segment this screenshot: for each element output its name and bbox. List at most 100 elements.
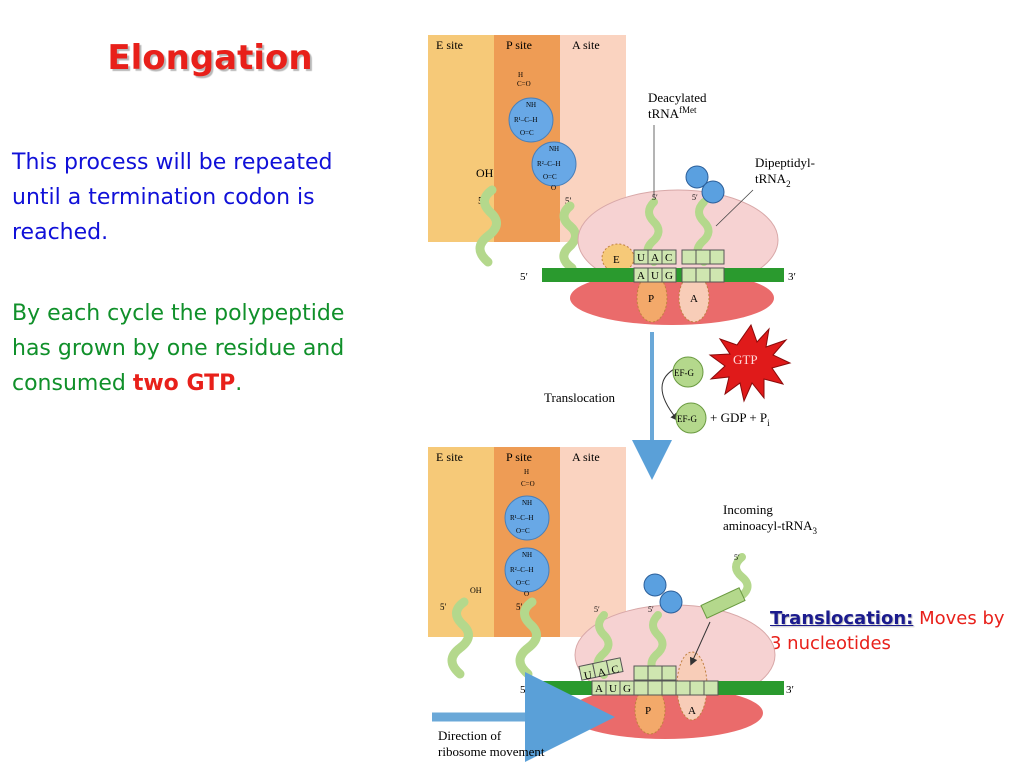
anticodon-c-top: C	[665, 252, 672, 264]
incoming-entry-arrow	[689, 621, 711, 666]
residue-1-ball-top	[508, 97, 554, 143]
chem-o-top: O	[551, 184, 556, 192]
anticodon-box-4-bottom	[633, 665, 649, 681]
dipeptidyl-label-line1: Dipeptidyl-	[755, 155, 815, 170]
gtp-starburst	[708, 323, 792, 403]
chem-co-top: C=O	[517, 80, 531, 88]
codon-box-5-bottom	[647, 680, 663, 696]
chem-co-bottom: C=O	[521, 480, 535, 488]
five-prime-peptidyl-bottom: 5′	[648, 605, 654, 614]
incoming-label-line1: Incoming	[723, 502, 773, 517]
translocation-note-label: Translocation:	[770, 608, 914, 629]
direction-label-line1: Direction of	[438, 728, 502, 743]
codon-box-3-top	[661, 267, 677, 283]
site-p-letter-top: P	[648, 293, 654, 305]
paragraph-gtp-text: By each cycle the polypeptide has grown …	[12, 301, 345, 397]
codon-box-6-bottom	[661, 680, 677, 696]
incoming-trna-anticodon-block	[700, 587, 746, 619]
gdp-pi-sub: i	[767, 418, 770, 428]
codon-boxes-top: A U G	[633, 267, 725, 283]
five-prime-exiting-bottom: 5′	[594, 605, 600, 614]
chem-nh1-bottom: NH	[522, 499, 532, 507]
chem-r1-bottom: R¹–C–H	[510, 514, 534, 522]
chem-nh2-top: NH	[549, 145, 559, 153]
chem-r2-top: R²–C–H	[537, 160, 561, 168]
chem-nh1-top: NH	[526, 101, 536, 109]
five-prime-trna-p-top: 5′	[565, 196, 572, 206]
anticodon-box-6-top	[709, 249, 725, 265]
anticodon-box-3-top	[661, 249, 677, 265]
a-site-band-bottom	[560, 447, 626, 637]
paragraph-gtp-consumption: By each cycle the polypeptide has grown …	[12, 296, 372, 402]
gdp-pi-text: + GDP + P	[710, 410, 767, 425]
anticodon-c-bottom: C	[610, 663, 620, 676]
gdp-pi-label: + GDP + Pi	[710, 410, 770, 428]
incoming-label-line2: aminoacyl-tRNA3	[723, 518, 818, 536]
ribosome-elongation-diagram: E site P site A site H C=O NH R¹–C–H O=C…	[428, 35, 818, 762]
slide-title: Elongation	[107, 38, 313, 78]
mrna-three-prime-bottom: 3′	[786, 684, 794, 696]
residue-2-ball-top	[531, 141, 577, 187]
dipeptidyl-label-line2: tRNA2	[755, 171, 791, 189]
site-e-letter-top: E	[613, 254, 620, 266]
codon-box-8-bottom	[689, 680, 705, 696]
mrna-five-prime-top: 5′	[520, 271, 528, 283]
efg-ball-1	[672, 356, 704, 388]
paragraph-termination: This process will be repeated until a te…	[12, 150, 333, 246]
oh-label-bottom: OH	[470, 586, 482, 595]
e-site-label-bottom: E site	[436, 450, 463, 464]
chem-o-bottom: O	[524, 590, 529, 598]
dipeptidyl-sub: 2	[786, 179, 791, 189]
bottom-panel: E site P site A site H C=O NH R¹–C–H O=C…	[428, 447, 818, 762]
p-site-label-bottom: P site	[506, 450, 532, 464]
chem-r1-top: R¹–C–H	[514, 116, 538, 124]
anticodon-box-3-bottom	[605, 657, 624, 675]
amino-acid-ball-2-bottom	[659, 590, 683, 614]
translocation-note: Translocation: Moves by 3 nucleotides	[770, 606, 1020, 656]
five-prime-trna-p-bottom: 5′	[516, 602, 523, 612]
dipeptidyl-pointer	[715, 189, 754, 227]
a-site-label-top: A site	[572, 38, 600, 52]
residue-2-ball-bottom	[504, 547, 550, 593]
anticodon-box-4-top	[681, 249, 697, 265]
chem-oc1-top: O=C	[520, 129, 534, 137]
deacylated-label-line1: Deacylated	[648, 90, 707, 105]
site-a-letter-bottom: A	[688, 705, 696, 717]
gtp-label: GTP	[733, 352, 758, 367]
trna-p-strand-bottom	[515, 597, 541, 679]
incoming-sub: 3	[813, 526, 818, 536]
codon-box-9-bottom	[703, 680, 719, 696]
top-panel: E site P site A site H C=O NH R¹–C–H O=C…	[428, 35, 815, 325]
efg-label-1: EF-G	[674, 368, 695, 378]
mrna-five-prime-bottom: 5′	[520, 684, 528, 696]
anticodon-a-top: A	[651, 252, 659, 264]
anticodon-box-6-bottom	[661, 665, 677, 681]
trna-incoming-bottom	[732, 553, 752, 601]
translocation-label: Translocation	[544, 390, 616, 405]
ribosome-small-subunit-top	[570, 271, 774, 325]
amino-acid-ball-2-top	[701, 180, 725, 204]
deacylated-label-line2: tRNAfMet	[648, 105, 697, 121]
deacylated-fmet-sup: fMet	[679, 105, 697, 115]
codon-box-4-bottom	[633, 680, 649, 696]
chem-h-bottom: H	[524, 468, 529, 476]
five-prime-dipeptidyl-top: 5′	[692, 193, 698, 202]
e-site-label-top: E site	[436, 38, 463, 52]
peptide-chain-top: H C=O NH R¹–C–H O=C NH R²–C–H O=C O	[508, 71, 577, 192]
efg-ball-2	[675, 402, 707, 434]
efg-label-2: EF-G	[677, 414, 698, 424]
site-a-letter-top: A	[690, 293, 698, 305]
paragraph-gtp-period: .	[235, 371, 243, 397]
anticodon-u-top: U	[637, 252, 645, 264]
codon-g-bottom: G	[623, 683, 631, 695]
translocation-step: Translocation EF-G EF-G + GDP + Pi GTP	[544, 323, 792, 480]
anticodon-boxes-top: U A C	[633, 249, 725, 265]
residue-1-ball-bottom	[504, 495, 550, 541]
chem-oc2-bottom: O=C	[516, 579, 530, 587]
anticodon-box-5-bottom	[647, 665, 663, 681]
mrna-three-prime-top: 3′	[788, 271, 796, 283]
dipeptidyl-trna-text: tRNA	[755, 171, 787, 186]
trna-peptidyl-bottom	[647, 611, 667, 679]
five-prime-trna-e-bottom: 5′	[440, 602, 447, 612]
chem-h-top: H	[518, 71, 523, 79]
